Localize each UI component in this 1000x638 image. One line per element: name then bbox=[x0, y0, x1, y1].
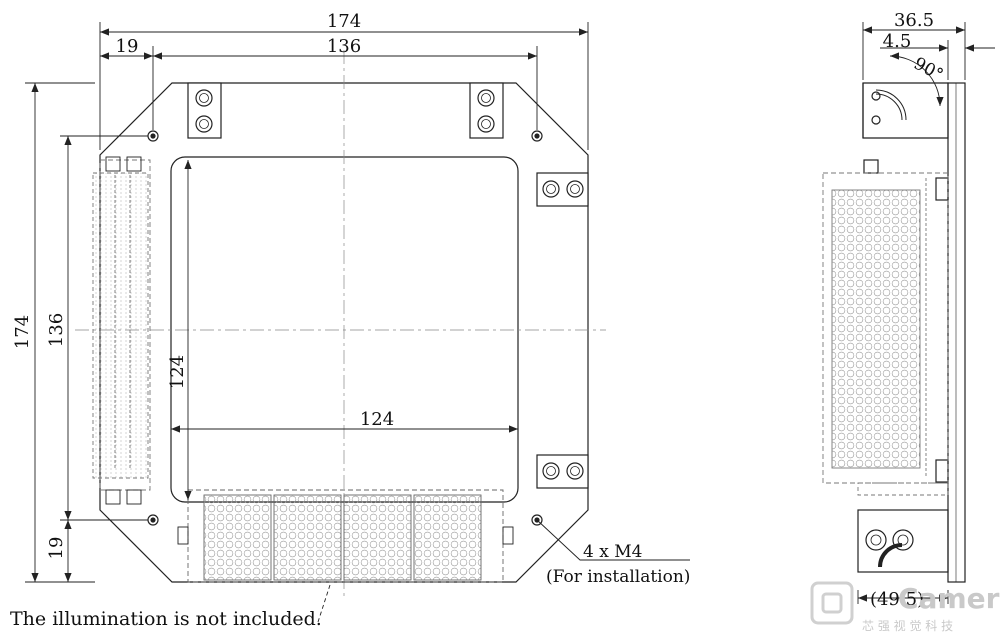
front-view bbox=[75, 50, 606, 600]
side-dimension-lines bbox=[857, 22, 995, 604]
dim-side-angle: 90° bbox=[910, 54, 946, 86]
dim-overall-height: 174 bbox=[12, 315, 33, 349]
center-window bbox=[170, 156, 519, 503]
dim-window-width: 124 bbox=[360, 409, 394, 430]
watermark-subtext: 芯 强 视 觉 科 技 bbox=[862, 618, 953, 633]
side-view bbox=[822, 82, 966, 583]
watermark-logo: Camera 芯 强 视 觉 科 技 bbox=[810, 581, 1000, 633]
side-light-panel bbox=[822, 172, 949, 484]
dim-window-height: 124 bbox=[167, 355, 188, 389]
dim-left-offset: 19 bbox=[116, 36, 139, 57]
bracket-right-top bbox=[536, 172, 589, 207]
dim-side-bottom-depth: (49.5) bbox=[870, 589, 924, 610]
mounting-holes bbox=[147, 130, 543, 526]
watermark-brand: Camera bbox=[898, 582, 1000, 615]
dim-overall-width: 174 bbox=[327, 11, 361, 32]
holes-callout-thread: 4 x M4 bbox=[583, 542, 642, 562]
side-bracket-bottom bbox=[857, 509, 949, 573]
bracket-top-right bbox=[469, 82, 504, 139]
side-bracket-top bbox=[862, 82, 949, 139]
bottom-light-bar bbox=[177, 489, 514, 583]
bracket-right-bottom bbox=[536, 454, 589, 489]
dim-side-depth: 36.5 bbox=[894, 10, 934, 31]
dim-hole-spacing-x: 136 bbox=[327, 36, 361, 57]
dim-side-thickness: 4.5 bbox=[883, 31, 912, 52]
dim-bottom-offset: 19 bbox=[46, 537, 67, 560]
front-dimension-lines bbox=[25, 22, 690, 623]
footnote-illumination: The illumination is not included. bbox=[10, 608, 322, 630]
left-light-bar bbox=[92, 156, 151, 505]
holes-callout-purpose: (For installation) bbox=[546, 567, 690, 587]
dim-hole-spacing-y: 136 bbox=[46, 313, 67, 347]
side-back-plate bbox=[947, 82, 966, 583]
bracket-top-left bbox=[187, 82, 222, 139]
